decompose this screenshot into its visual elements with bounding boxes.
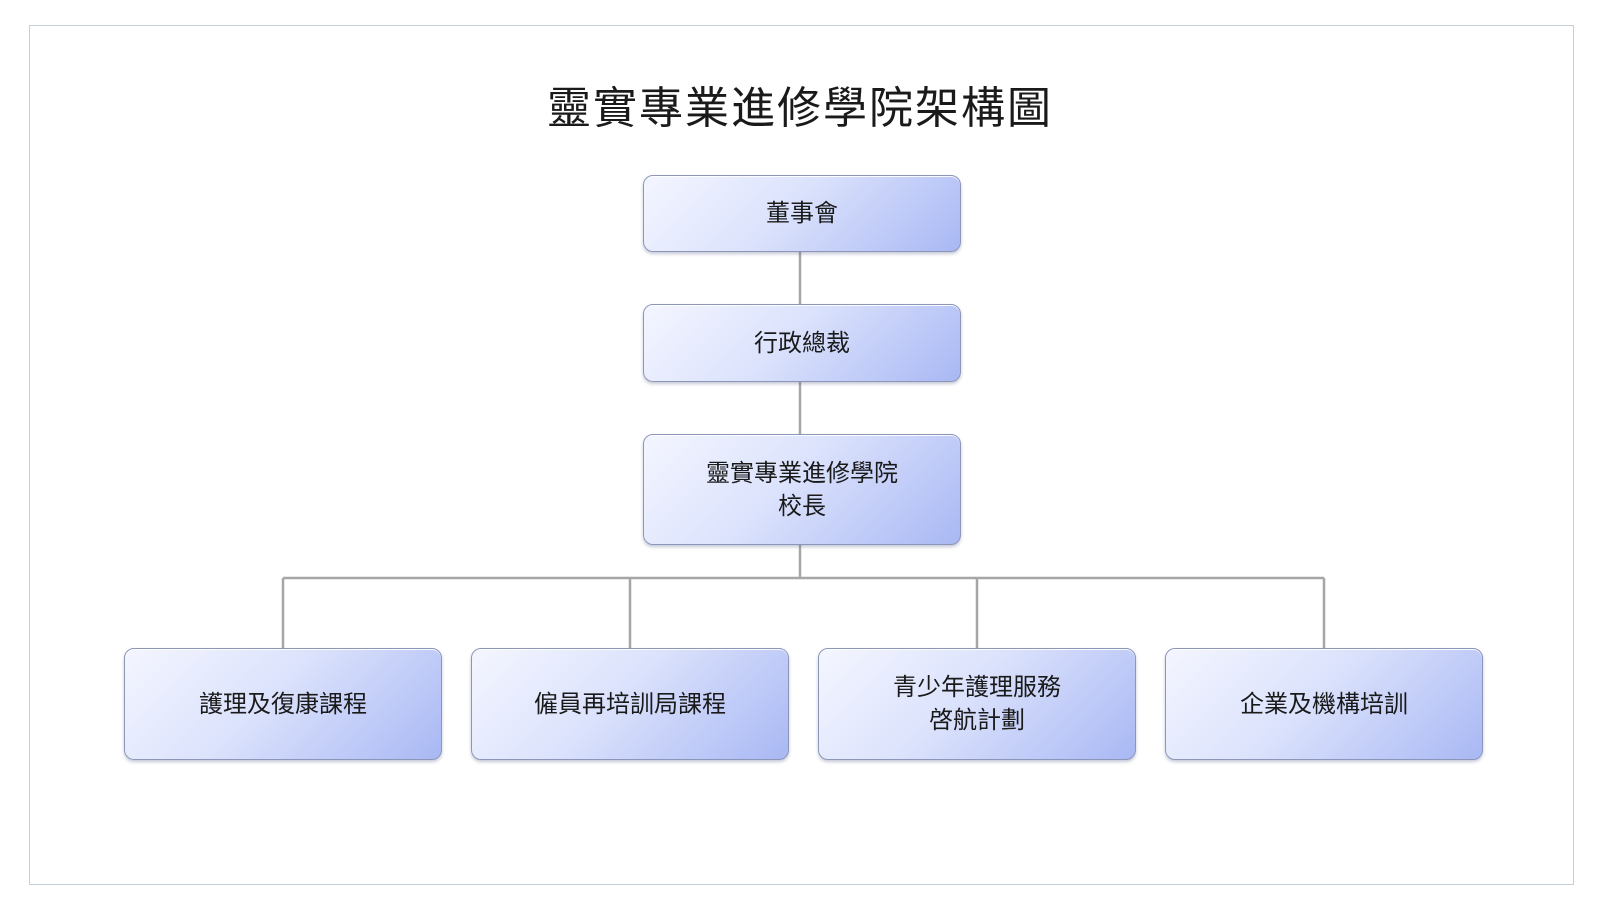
diagram-title: 靈實專業進修學院架構圖 xyxy=(547,83,1053,134)
node-branch-corporate-training-label: 企業及機構培訓 xyxy=(1240,689,1408,718)
node-branch-youth-nursing-label-line2: 啓航計劃 xyxy=(929,706,1025,734)
node-ceo: 行政總裁 xyxy=(643,304,961,382)
node-principal-label-line1: 靈實專業進修學院 xyxy=(706,458,898,487)
node-branch-erb: 僱員再培訓局課程 xyxy=(471,648,789,760)
node-principal-label-line2: 校長 xyxy=(778,491,826,520)
node-branch-youth-nursing: 青少年護理服務 啓航計劃 xyxy=(818,648,1136,760)
node-branch-nursing-rehab-label: 護理及復康課程 xyxy=(199,689,367,718)
node-branch-corporate-training: 企業及機構培訓 xyxy=(1165,648,1483,760)
node-ceo-label: 行政總裁 xyxy=(754,328,850,357)
node-principal: 靈實專業進修學院 校長 xyxy=(643,434,961,545)
node-branch-nursing-rehab: 護理及復康課程 xyxy=(124,648,442,760)
node-board: 董事會 xyxy=(643,175,961,252)
node-branch-erb-label: 僱員再培訓局課程 xyxy=(534,689,726,718)
node-board-label: 董事會 xyxy=(766,199,838,227)
node-branch-youth-nursing-label-line1: 青少年護理服務 xyxy=(893,673,1061,701)
